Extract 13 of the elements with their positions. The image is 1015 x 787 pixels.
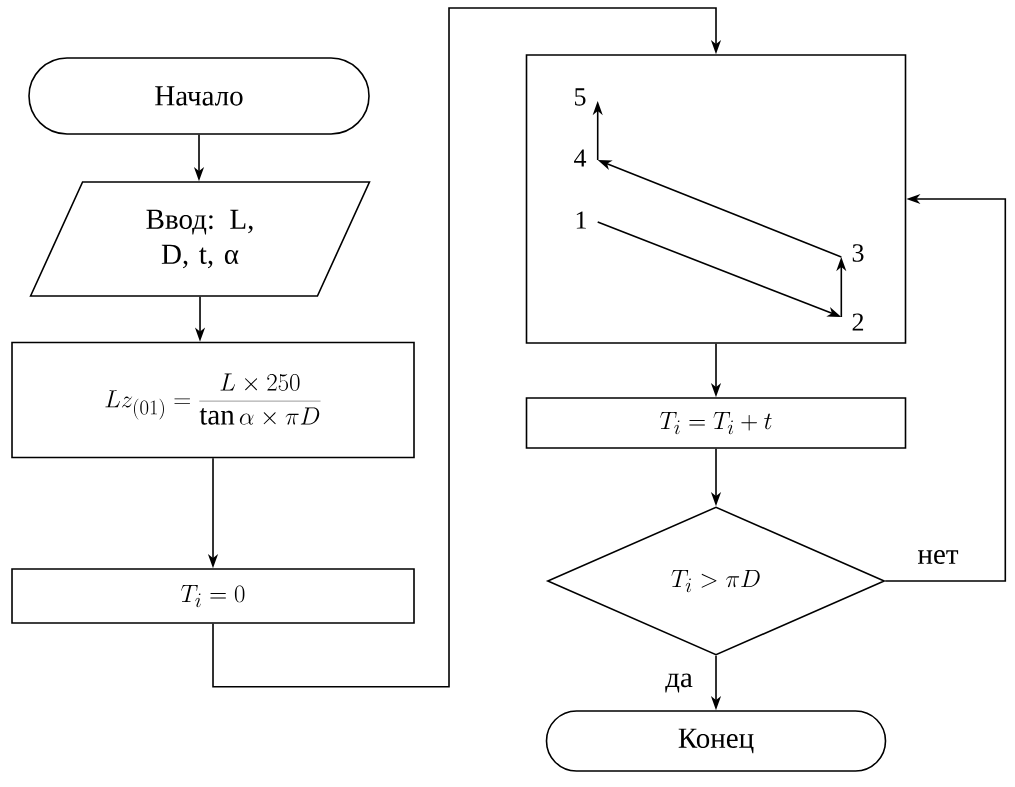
process-box: $T_i = 0$ bbox=[11, 568, 415, 624]
process-box bbox=[525, 54, 907, 344]
edge-label: нет bbox=[916, 549, 960, 565]
point-number: 1 bbox=[576, 211, 586, 229]
point-number: 5 bbox=[575, 88, 586, 106]
edge-label: да bbox=[664, 672, 694, 694]
point-number: 2 bbox=[852, 313, 864, 331]
process-box: $T_i = T_i + t$ bbox=[525, 397, 907, 449]
input-parallelogram: Ввод: L, D, t, α bbox=[29, 181, 371, 297]
arrow bbox=[212, 7, 722, 688]
point-number: 3 bbox=[852, 244, 864, 262]
process-box: $Lz_{(01)} = \frac{L \times 250}{\tan \alpha \times \pi D}$ bbox=[11, 341, 415, 459]
point-number: 4 bbox=[574, 149, 587, 167]
